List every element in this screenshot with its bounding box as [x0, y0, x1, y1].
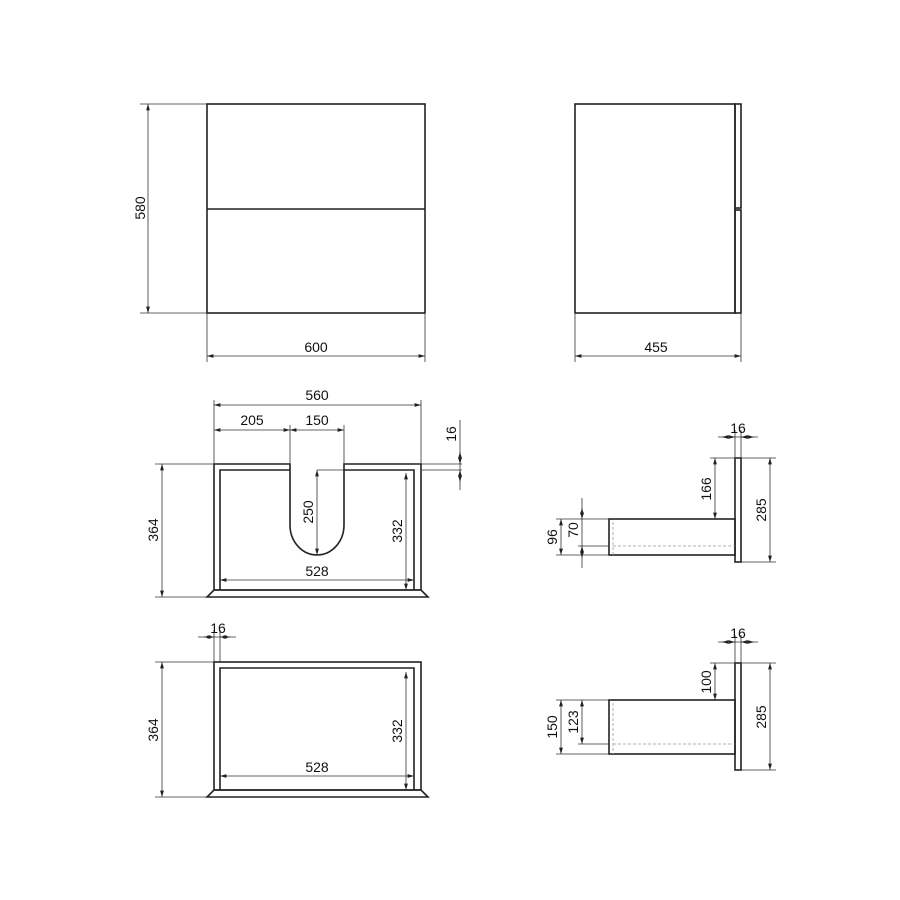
inner-width-label: 528 [305, 759, 329, 775]
drawer-height-label: 96 [544, 529, 560, 545]
notch-depth-label: 250 [300, 500, 316, 524]
drawer-height-label: 150 [544, 715, 560, 739]
panel-height-label: 285 [753, 498, 769, 522]
panel-thickness-label: 16 [730, 420, 746, 436]
panel-height-label: 285 [753, 705, 769, 729]
inner-depth-label: 332 [389, 519, 405, 543]
overall-depth-label: 364 [145, 518, 161, 542]
width-label: 600 [304, 339, 328, 355]
drawer-box [608, 699, 736, 755]
overall-depth-label: 364 [145, 718, 161, 742]
panel-thickness-label: 16 [730, 625, 746, 641]
depth-label: 455 [644, 339, 668, 355]
top-section-with-notch: 560 205 150 16 364 250 332 528 [145, 387, 462, 598]
top-offset-label: 166 [698, 477, 714, 501]
front-panel [734, 457, 742, 563]
drawer-detail-lower: 16 285 100 150 123 [544, 625, 776, 771]
inner-width-label: 528 [305, 563, 329, 579]
inner-height-label: 123 [565, 710, 581, 734]
top-section-plain: 16 364 332 528 [145, 620, 430, 798]
plinth [205, 789, 430, 798]
front-view: 580 600 [132, 103, 426, 362]
panel-thickness-label: 16 [443, 426, 459, 442]
inner-depth-label: 332 [389, 719, 405, 743]
plinth [205, 589, 430, 598]
cabinet-side-outline [574, 103, 736, 314]
notch-width-label: 150 [305, 412, 329, 428]
drawer-detail-upper: 16 285 166 96 70 [544, 420, 776, 568]
cabinet-section-outline [213, 463, 422, 591]
side-view: 455 [574, 103, 742, 362]
height-label: 580 [132, 196, 148, 220]
front-panel [734, 662, 742, 771]
drawer-box [608, 518, 736, 556]
top-offset-label: 100 [698, 670, 714, 694]
overall-width-label: 560 [305, 387, 329, 403]
left-offset-label: 205 [240, 412, 264, 428]
panel-thickness-label: 16 [210, 620, 226, 636]
inner-height-label: 70 [565, 522, 581, 538]
